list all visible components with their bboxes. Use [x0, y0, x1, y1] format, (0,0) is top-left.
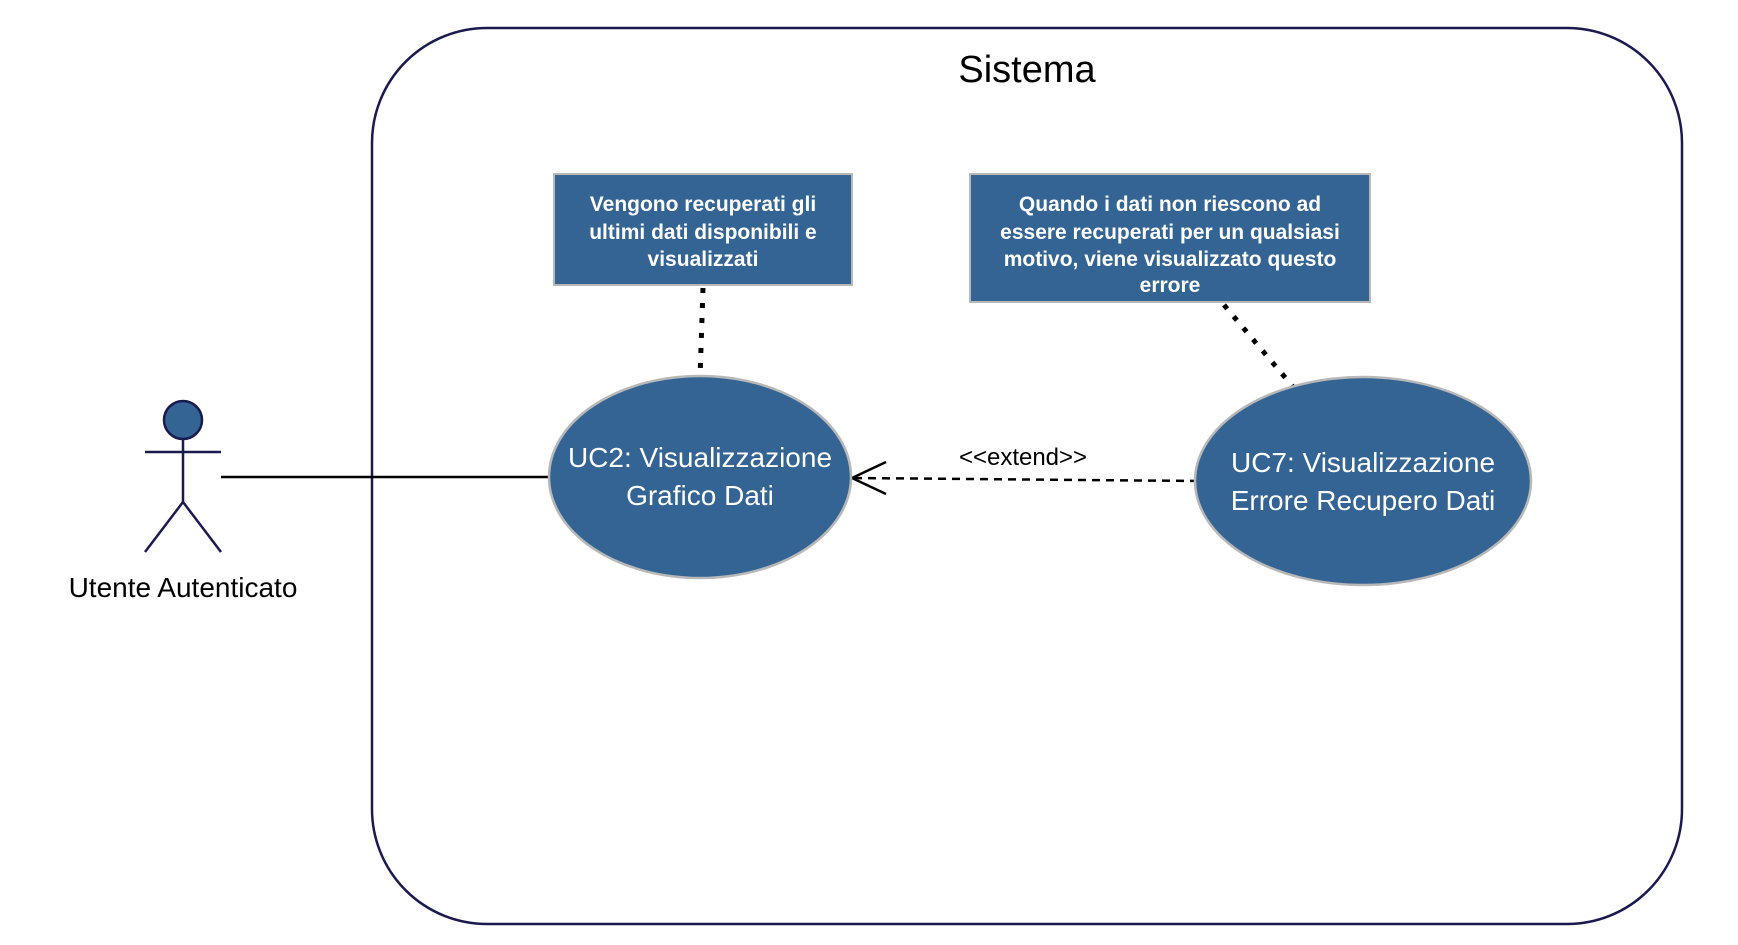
note-box	[553, 173, 853, 286]
note-box	[969, 173, 1371, 303]
use-case-uc7[interactable]: UC7: Visualizzazione Errore Recupero Dat…	[1193, 375, 1533, 587]
use-case-ellipse	[547, 374, 853, 580]
system-title: Sistema	[958, 49, 1096, 91]
use-case-label: UC7: Visualizzazione	[1231, 447, 1495, 478]
use-case-label: Errore Recupero Dati	[1231, 485, 1496, 516]
actor-label: Utente Autenticato	[69, 572, 298, 603]
use-case-label: Grafico Dati	[626, 480, 774, 511]
note-line: essere recuperati per un qualsiasi	[1000, 221, 1340, 244]
actor-head	[162, 399, 204, 441]
note-line: visualizzati	[648, 248, 759, 271]
use-case-ellipse	[1193, 375, 1533, 587]
actor-utente-autenticato[interactable]	[144, 399, 222, 553]
note-uc2: Vengono recuperati gli ultimi dati dispo…	[553, 173, 853, 286]
extend-label: <<extend>>	[959, 444, 1087, 471]
actor-left-leg	[144, 501, 184, 553]
note-line: motivo, viene visualizzato questo	[1004, 248, 1337, 271]
note-connector-uc7	[1222, 303, 1296, 390]
note-line: Quando i dati non riescono ad	[1019, 193, 1321, 216]
actor-right-leg	[182, 501, 222, 553]
use-case-label: UC2: Visualizzazione	[568, 442, 832, 473]
note-line: ultimi dati disponibili e	[589, 221, 817, 244]
note-connector-uc2	[697, 287, 706, 379]
note-uc7: Quando i dati non riescono ad essere rec…	[969, 173, 1371, 303]
extend-line	[853, 476, 1199, 483]
note-line: Vengono recuperati gli	[590, 193, 816, 216]
note-line: errore	[1140, 274, 1201, 297]
use-case-uc2[interactable]: UC2: Visualizzazione Grafico Dati	[547, 374, 853, 580]
